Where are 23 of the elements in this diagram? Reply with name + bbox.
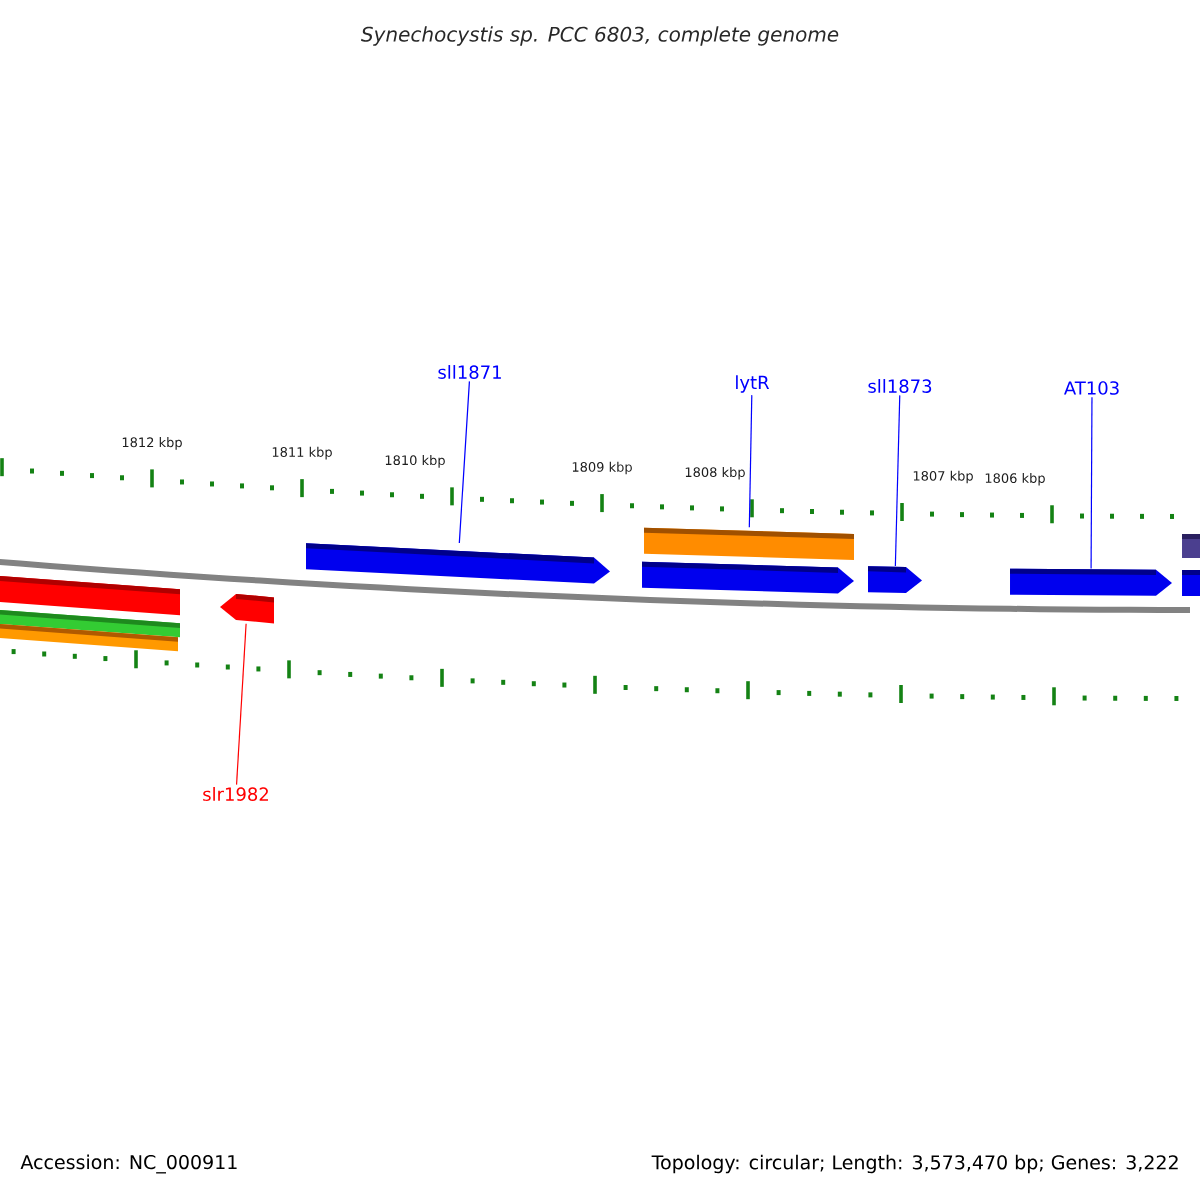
gene-block [0, 623, 178, 652]
gene-block [868, 566, 922, 594]
leader-line [458, 380, 471, 544]
gene-block [1182, 533, 1200, 558]
footer-text: Accession: NC_000911 [20, 1154, 237, 1174]
gene-label: AT103 [1064, 381, 1119, 395]
gene-label: lytR [736, 375, 770, 393]
leader-line [235, 623, 247, 786]
title: Synechocystis sp. PCC 6803, complete genome [361, 26, 839, 46]
gene-block [1010, 568, 1172, 596]
leader-line [1090, 396, 1093, 569]
gene-block [1182, 569, 1200, 596]
gene-label: slr1982 [203, 787, 268, 801]
gene-block [0, 575, 180, 616]
leader-line [748, 394, 753, 528]
gene-block [644, 527, 854, 560]
gene-label: sll1871 [438, 365, 501, 379]
leader-line [894, 394, 901, 567]
gene-block [642, 561, 854, 594]
gene-label: sll1873 [868, 379, 932, 393]
footer-text: Topology: circular; Length: 3,573,470 bp; Genes: 3,222 [651, 1154, 1178, 1174]
gene-block [306, 543, 610, 584]
gene-block [220, 594, 274, 624]
